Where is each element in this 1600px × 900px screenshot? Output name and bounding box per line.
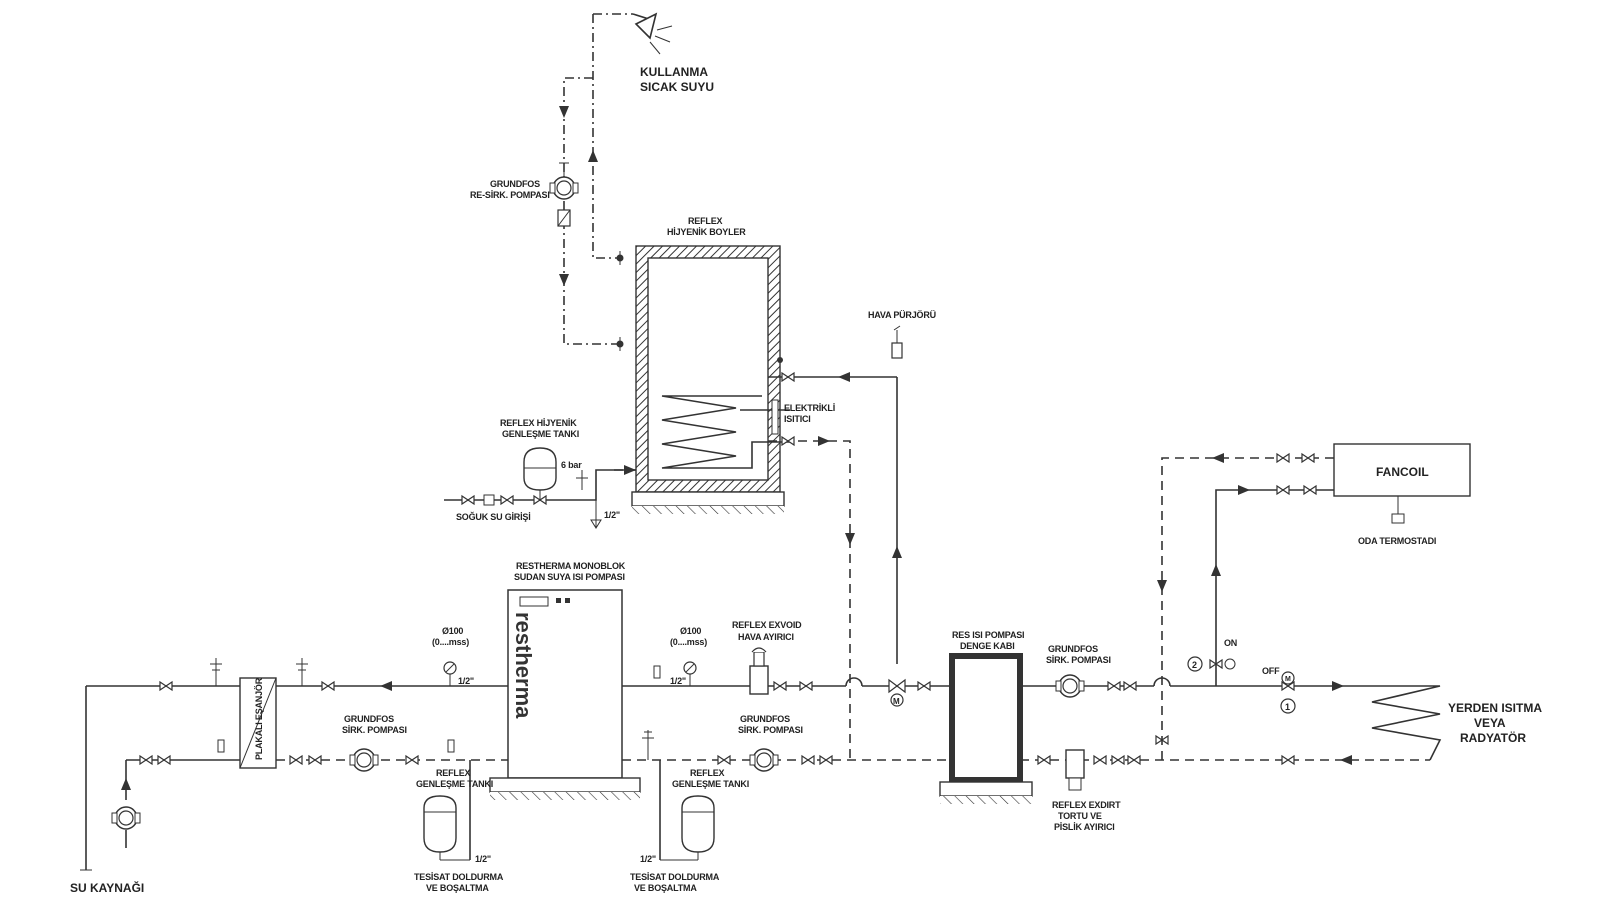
- gauge-2-label-line1: Ø100: [680, 626, 701, 636]
- exp-tank-1-label-line1: REFLEX: [436, 768, 471, 778]
- circ-pump-3-label-line2: SİRK. POMPASI: [1046, 655, 1111, 665]
- off-label: OFF: [1262, 666, 1280, 676]
- exp-tank-2-label-line2: GENLEŞME TANKI: [672, 779, 749, 789]
- gauge-2-label-line2: (0....mss): [670, 637, 707, 647]
- on-label: ON: [1224, 638, 1237, 648]
- hot-water-loop: [559, 13, 633, 351]
- plate-heat-exchanger: [239, 677, 277, 769]
- floor-heating-label-line3: RADYATÖR: [1460, 730, 1526, 745]
- air-vent-icon: [210, 658, 308, 686]
- hygienic-boiler: [631, 245, 790, 514]
- dirt-sep-label-line3: PİSLİK AYIRICI: [1054, 822, 1115, 832]
- exp-tank-2-label-line1: REFLEX: [690, 768, 725, 778]
- circ-pump-3-label-line1: GRUNDFOS: [1048, 644, 1098, 654]
- boiler-label-line2: HİJYENİK BOYLER: [667, 227, 746, 237]
- circ-pump-2: [749, 748, 779, 772]
- fill-drain-1-label-line2: VE BOŞALTMA: [426, 883, 489, 893]
- fill-drain-2-label-line2: VE BOŞALTMA: [634, 883, 697, 893]
- floor-heating-label-line1: YERDEN ISITMA: [1448, 701, 1542, 715]
- three-way-valve: M: [888, 678, 906, 707]
- exp-tank-1: [423, 760, 471, 861]
- boiler-label-line1: REFLEX: [688, 216, 723, 226]
- floor-heating-label-line2: VEYA: [1474, 716, 1506, 730]
- three-way-valve-motor-label: M: [893, 697, 900, 706]
- exp-tank-1-label-line2: GENLEŞME TANKI: [416, 779, 493, 789]
- zone-valve-motor-label: M: [1285, 676, 1291, 683]
- gauge-1-label-line2: (0....mss): [432, 637, 469, 647]
- room-thermostat-label: ODA TERMOSTADI: [1358, 536, 1436, 546]
- fancoil-unit: [1333, 443, 1471, 497]
- exp-tank-2: [659, 760, 715, 861]
- circ-pump-3: [1055, 674, 1085, 698]
- hot-water-label-line2: SICAK SUYU: [640, 80, 714, 94]
- balance-tank-label-line1: RES ISI POMPASI: [952, 630, 1024, 640]
- circ-pump-2-label-line2: SİRK. POMPASI: [738, 725, 803, 735]
- six-bar-label: 6 bar: [561, 460, 582, 470]
- dirt-sep-label-line1: REFLEX EXDIRT: [1052, 800, 1121, 810]
- check-valve-icon: [557, 209, 571, 227]
- half-inch-label-5: 1/2": [640, 854, 656, 864]
- number-1-label: 1: [1285, 702, 1290, 712]
- plate-hx-label: PLAKALI EŞANJÖR: [254, 677, 264, 760]
- shower-icon: [632, 12, 673, 55]
- half-inch-label-4: 1/2": [670, 676, 686, 686]
- hyg-exp-tank-label-line2: GENLEŞME TANKI: [502, 429, 579, 439]
- recirc-pump: [549, 162, 579, 200]
- electric-heater-label-line1: ELEKTRİKLİ: [784, 403, 835, 413]
- heat-pump-label-line2: SUDAN SUYA ISI POMPASI: [514, 572, 625, 582]
- air-vent-label: HAVA PÜRJÖRÜ: [868, 310, 936, 320]
- air-separator: [749, 647, 769, 695]
- air-sep-label-line2: HAVA AYIRICI: [738, 632, 794, 642]
- circ-pump-1-label-line2: SİRK. POMPASI: [342, 725, 407, 735]
- number-2-label: 2: [1192, 660, 1197, 670]
- circ-pump-1: [349, 748, 379, 772]
- air-sep-label-line1: REFLEX EXVOID: [732, 620, 802, 630]
- heat-pump-label-line1: RESTHERMA MONOBLOK: [516, 561, 626, 571]
- fill-drain-2-label-line1: TESİSAT DOLDURMA: [630, 872, 720, 882]
- fill-drain-1-label-line1: TESİSAT DOLDURMA: [414, 872, 504, 882]
- half-inch-label-2: 1/2": [458, 676, 474, 686]
- circ-pump-1-label-line1: GRUNDFOS: [344, 714, 394, 724]
- hygienic-exp-tank: [523, 447, 557, 500]
- dirt-sep-label-line2: TORTU VE: [1058, 811, 1102, 821]
- half-inch-label-1: 1/2": [604, 510, 620, 520]
- heat-pump: [489, 589, 641, 800]
- fancoil-label: FANCOIL: [1376, 465, 1429, 479]
- hyg-exp-tank-label-line1: REFLEX HİJYENİK: [500, 418, 577, 428]
- hot-water-label-line1: KULLANMA: [640, 65, 708, 79]
- water-source-label: SU KAYNAĞI: [70, 880, 144, 895]
- balance-tank: [939, 653, 1033, 804]
- cold-water-label: SOĞUK SU GİRİŞİ: [456, 511, 531, 522]
- source-pump: [111, 806, 141, 830]
- half-inch-label-3: 1/2": [475, 854, 491, 864]
- dirt-separator: [1065, 749, 1085, 791]
- recirc-pump-label-line2: RE-SİRK. POMPASI: [470, 190, 550, 200]
- heat-pump-brand: restherma: [511, 612, 536, 719]
- balance-tank-label-line2: DENGE KABI: [960, 641, 1015, 651]
- recirc-pump-label-line1: GRUNDFOS: [490, 179, 540, 189]
- circ-pump-2-label-line1: GRUNDFOS: [740, 714, 790, 724]
- electric-heater-label-line2: ISITICI: [784, 414, 811, 424]
- gauge-1-label-line1: Ø100: [442, 626, 463, 636]
